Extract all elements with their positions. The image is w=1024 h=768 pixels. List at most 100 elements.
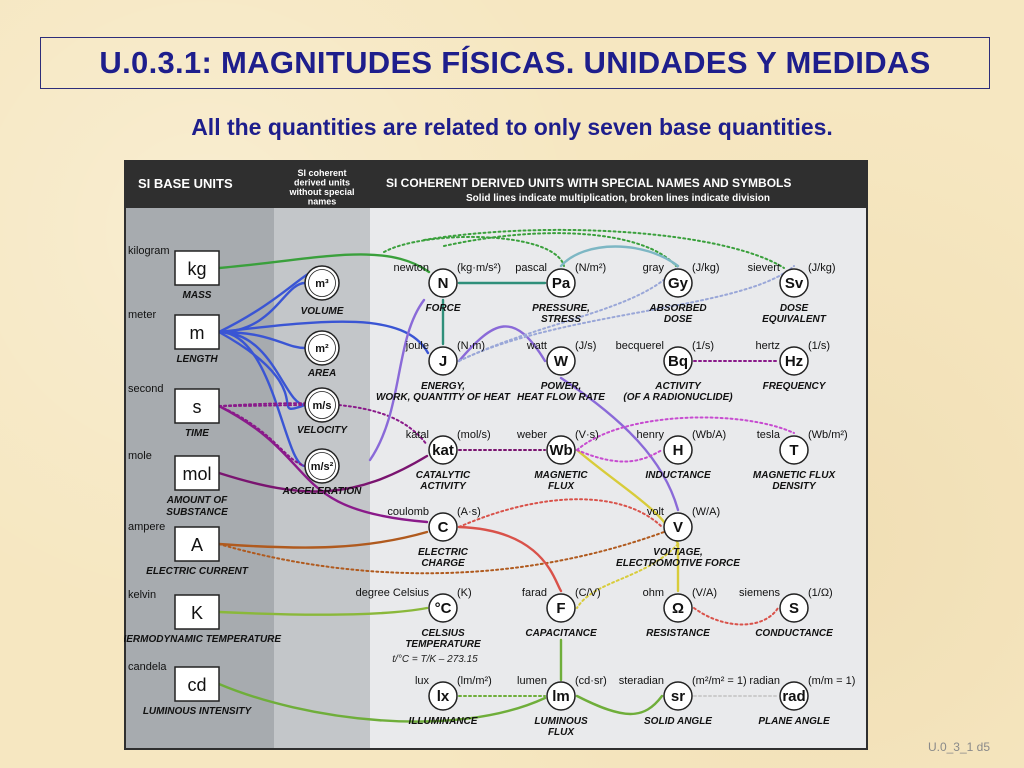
derived-unit-expression: (V/A) <box>692 587 717 599</box>
derived-unit-name: lumen <box>517 675 547 687</box>
link-kg-Pa <box>383 235 565 267</box>
header-coherent-line: without special <box>288 187 354 197</box>
derived-unit-label: DOSE <box>780 303 809 314</box>
derived-unit-symbol: S <box>789 600 799 617</box>
coherent-unit-circle <box>304 265 340 301</box>
derived-unit-circle <box>546 268 576 298</box>
base-unit-box <box>174 314 220 350</box>
coherent-unit-label: VELOCITY <box>297 425 348 436</box>
coherent-unit-circle <box>304 448 340 484</box>
derived-unit-label: RESISTANCE <box>646 628 710 639</box>
derived-unit-expression: (W/A) <box>692 506 720 518</box>
derived-unit-expression: (1/s) <box>692 340 714 352</box>
link-Wb-H <box>576 449 663 463</box>
derived-unit-expression: (kg·m/s²) <box>457 262 501 274</box>
derived-unit-label: STRESS <box>541 314 581 325</box>
derived-unit-label: ACTIVITY <box>654 381 702 392</box>
derived-unit-symbol: C <box>438 519 449 536</box>
derived-unit-expression: (J/kg) <box>808 262 836 274</box>
derived-unit-symbol: °C <box>435 600 452 617</box>
derived-unit-circle <box>428 346 458 376</box>
derived-unit-name: katal <box>406 429 429 441</box>
header-base-units: SI BASE UNITS <box>138 176 233 191</box>
base-unit-symbol: A <box>191 535 203 555</box>
base-unit-label: TIME <box>185 428 209 439</box>
diagram-nodes: kilogramkgMASSmetermLENGTHsecondsTIMEmol… <box>124 245 855 738</box>
base-unit-label: THERMODYNAMIC TEMPERATURE <box>124 634 281 645</box>
link-K-degC <box>217 606 429 616</box>
base-unit-name: ampere <box>128 521 165 533</box>
base-unit-name: candela <box>128 661 167 673</box>
derived-unit-label: FREQUENCY <box>763 381 827 392</box>
diagram-panels <box>124 160 868 750</box>
derived-unit-expression: (J/kg) <box>692 262 720 274</box>
derived-unit-name: newton <box>394 262 429 274</box>
link-W-V <box>559 376 680 512</box>
derived-unit-circle <box>779 435 809 465</box>
link-s-kat <box>218 402 428 446</box>
derived-unit-symbol: Bq <box>668 353 688 370</box>
derived-unit-name: becquerel <box>616 340 664 352</box>
derived-unit-label: DENSITY <box>772 481 817 492</box>
base-unit-symbol: s <box>193 397 202 417</box>
derived-unit-symbol: Pa <box>552 275 571 292</box>
link-V-F <box>576 543 679 609</box>
derived-unit-name: joule <box>405 340 429 352</box>
derived-unit-label: ENERGY, <box>421 381 465 392</box>
coherent-unit-inner-ring <box>308 452 336 480</box>
derived-unit-expression: (m/m = 1) <box>808 675 855 687</box>
slide-footer: U.0_3_1 d5 <box>927 740 990 754</box>
derived-unit-expression: (1/s) <box>808 340 830 352</box>
derived-unit-label: ELECTRIC <box>418 547 469 558</box>
derived-unit-circle <box>428 512 458 542</box>
derived-unit-name: steradian <box>619 675 664 687</box>
coherent-unit-symbol: m/s <box>313 400 332 412</box>
derived-unit-expression: (m²/m² = 1) <box>692 675 747 687</box>
derived-unit-symbol: Gy <box>668 275 689 292</box>
base-unit-name: kelvin <box>128 589 156 601</box>
derived-unit-label: ACTIVITY <box>419 481 467 492</box>
derived-unit-symbol: kat <box>432 442 454 459</box>
derived-unit-expression: (1/Ω) <box>808 587 833 599</box>
derived-unit-name: tesla <box>757 429 781 441</box>
derived-unit-name: gray <box>643 262 665 274</box>
base-unit-label: AMOUNT OF <box>166 495 228 506</box>
link-ohm-S <box>693 607 779 626</box>
derived-unit-circle <box>779 268 809 298</box>
derived-unit-name: ohm <box>643 587 664 599</box>
derived-unit-circle <box>546 593 576 623</box>
derived-unit-circle <box>779 346 809 376</box>
base-unit-box <box>174 526 220 562</box>
derived-unit-circle <box>663 681 693 711</box>
link-m-coherent <box>217 330 307 350</box>
base-unit-box <box>174 594 220 630</box>
derived-unit-label: POWER, <box>541 381 582 392</box>
derived-unit-circle <box>428 435 458 465</box>
derived-unit-expression: (lm/m²) <box>457 675 492 687</box>
link-mol-kat <box>217 454 429 493</box>
header-coherent-line: derived units <box>294 178 350 188</box>
link-m-J <box>217 320 430 355</box>
derived-unit-label: ELECTROMOTIVE FORCE <box>616 558 740 569</box>
derived-unit-symbol: H <box>673 442 684 459</box>
base-unit-box <box>174 250 220 286</box>
base-unit-symbol: kg <box>187 259 206 279</box>
base-unit-name: kilogram <box>128 245 170 257</box>
base-unit-label: LENGTH <box>176 354 218 365</box>
